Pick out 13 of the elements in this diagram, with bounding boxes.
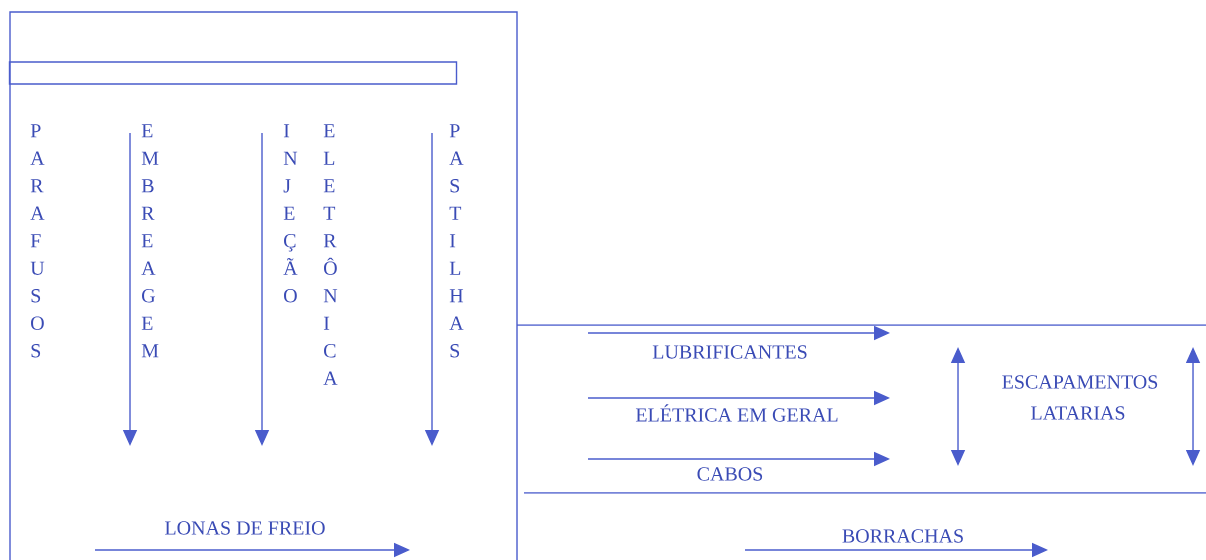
label: CABOS	[697, 467, 763, 481]
vertical-label: ELETRÔNICA	[323, 124, 338, 385]
bar	[8, 61, 458, 85]
vertical-label: PARAFUSOS	[30, 124, 45, 358]
label: LATARIAS	[1031, 406, 1125, 420]
label: BORRACHAS	[842, 529, 963, 543]
label: LONAS DE FREIO	[165, 521, 325, 535]
vertical-label: INJEÇÃO	[283, 124, 298, 303]
vertical-label: PASTILHAS	[449, 124, 464, 358]
label: ESCAPAMENTOS	[1002, 375, 1158, 389]
vertical-label: EMBREAGEM	[141, 124, 159, 358]
label: ELÉTRICA EM GERAL	[635, 404, 838, 422]
label: LUBRIFICANTES	[652, 345, 807, 359]
